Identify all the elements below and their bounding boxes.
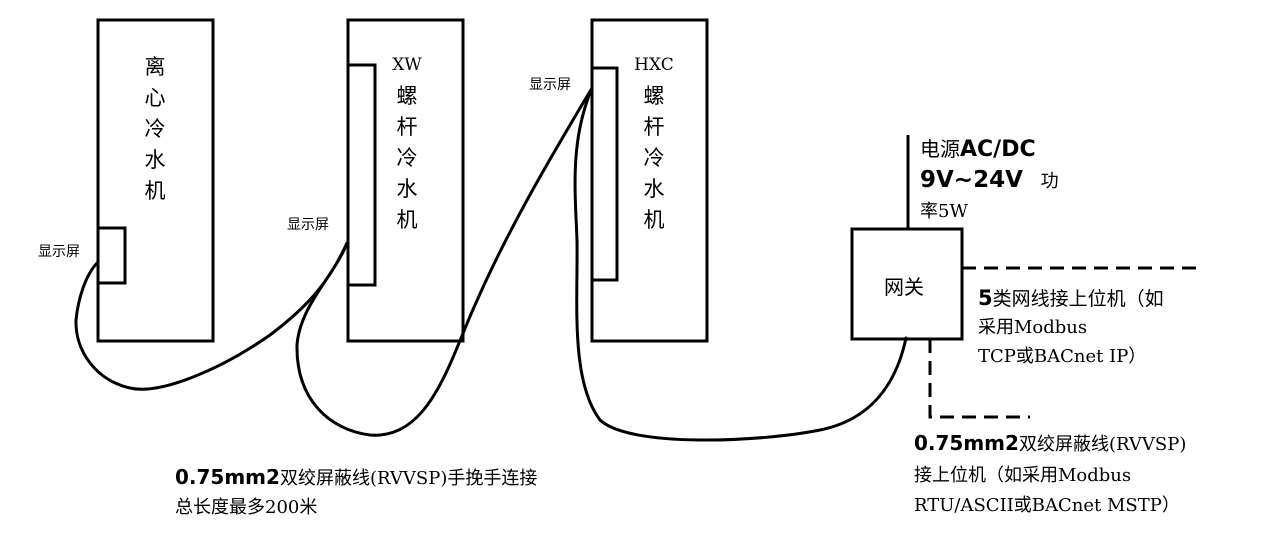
bus-text-1: 双绞屏蔽线(RVVSP)手挽手连接 bbox=[279, 468, 538, 489]
power-voltage: 9V~24V bbox=[920, 167, 1023, 193]
chiller-2-char-2: 螺 bbox=[396, 84, 418, 108]
rs485-gauge: 0.75mm2 bbox=[914, 431, 1019, 455]
ethernet-note-line3: TCP或BACnet IP） bbox=[978, 346, 1147, 367]
chiller-3-display bbox=[590, 66, 619, 282]
power-prefix: 电源 bbox=[920, 137, 960, 161]
power-suffix: 功 bbox=[1040, 171, 1059, 192]
chiller-1-box bbox=[96, 18, 215, 343]
bus-cable bbox=[74, 86, 908, 442]
chiller-2-label: XW 螺 杆 冷 水 机 bbox=[390, 50, 424, 236]
chiller-1-char-5: 机 bbox=[144, 179, 166, 203]
chiller-1-char-1: 离 bbox=[144, 55, 166, 79]
chiller-3-char-2: 螺 bbox=[643, 84, 665, 108]
rs485-dashed-line bbox=[928, 339, 1030, 419]
ethernet-cat: 5 bbox=[978, 286, 993, 310]
chiller-2-char-6: 机 bbox=[396, 208, 418, 232]
power-spec-line1: 电源AC/DC bbox=[920, 135, 1036, 164]
chiller-3-char-3: 杆 bbox=[643, 115, 665, 139]
chiller-3-char-4: 冷 bbox=[643, 146, 665, 170]
chiller-1-char-2: 心 bbox=[144, 86, 166, 110]
power-spec-line3: 率5W bbox=[920, 201, 968, 222]
chiller-3-char-1: HXC bbox=[634, 55, 674, 75]
power-spec-line2: 9V~24V 功 bbox=[920, 166, 1059, 196]
chiller-2-char-4: 冷 bbox=[396, 146, 418, 170]
chiller-2-char-5: 水 bbox=[396, 177, 418, 201]
chiller-3-display-label: 显示屏 bbox=[529, 77, 571, 93]
ethernet-text-1: 类网线接上位机（如 bbox=[992, 288, 1164, 310]
rs485-text-1: 双绞屏蔽线(RVVSP) bbox=[1018, 434, 1187, 455]
ethernet-note-line2: 采用Modbus bbox=[978, 317, 1088, 338]
chiller-3-char-5: 水 bbox=[643, 177, 665, 201]
chiller-2-char-1: XW bbox=[392, 55, 422, 75]
chiller-1-display-label: 显示屏 bbox=[38, 244, 80, 260]
ethernet-note-line1: 5类网线接上位机（如 bbox=[978, 284, 1164, 313]
chiller-3-label: HXC 螺 杆 冷 水 机 bbox=[634, 50, 674, 236]
chiller-2-display bbox=[346, 63, 377, 287]
bus-note-line2: 总长度最多200米 bbox=[175, 497, 318, 518]
power-acdc: AC/DC bbox=[960, 137, 1036, 162]
chiller-1-label: 离 心 冷 水 机 bbox=[142, 52, 168, 207]
chiller-2-display-label: 显示屏 bbox=[287, 217, 329, 233]
chiller-1-char-3: 冷 bbox=[144, 117, 166, 141]
chiller-1-char-4: 水 bbox=[144, 148, 166, 172]
rs485-note-line3: RTU/ASCII或BACnet MSTP） bbox=[914, 495, 1180, 516]
rs485-note-line2: 接上位机（如采用Modbus bbox=[914, 465, 1132, 486]
bus-note-line1: 0.75mm2双绞屏蔽线(RVVSP)手挽手连接 bbox=[175, 463, 537, 493]
gateway-label: 网关 bbox=[884, 275, 924, 299]
rs485-note-line1: 0.75mm2双绞屏蔽线(RVVSP) bbox=[914, 429, 1186, 459]
bus-gauge: 0.75mm2 bbox=[175, 465, 280, 489]
chiller-3-char-6: 机 bbox=[643, 208, 665, 232]
chiller-1-display bbox=[96, 226, 127, 285]
chiller-2-char-3: 杆 bbox=[396, 115, 418, 139]
